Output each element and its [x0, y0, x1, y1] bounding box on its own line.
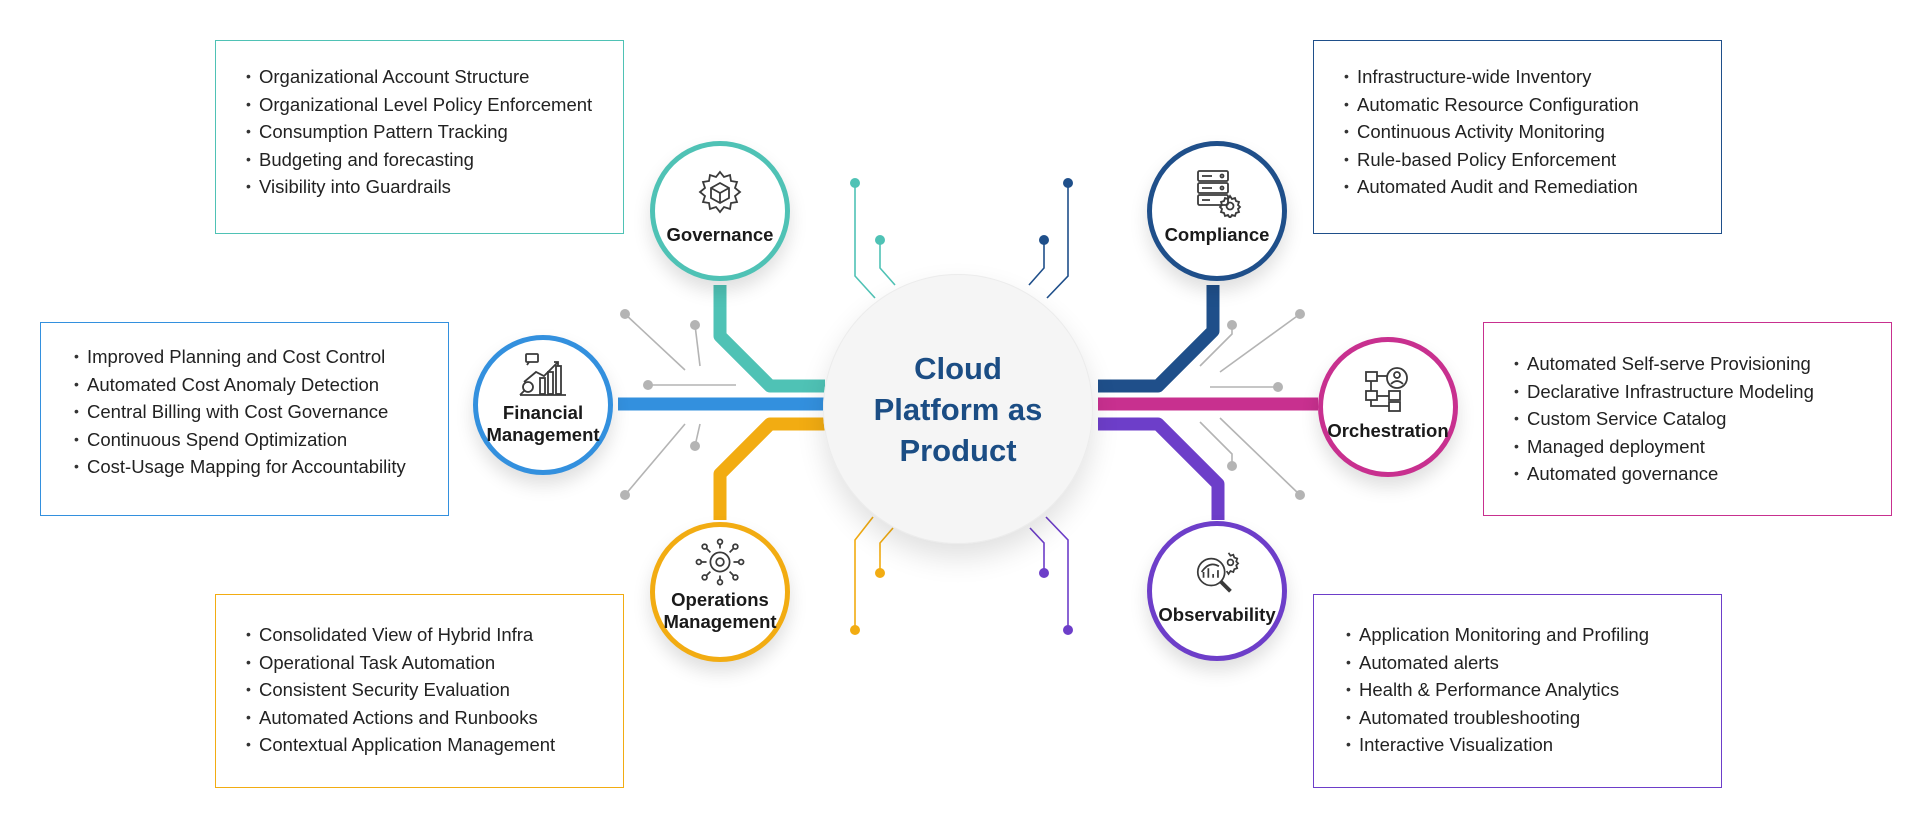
diagram-title: Cloud Platform as Product — [873, 350, 1043, 468]
orchestration-node: Orchestration — [1318, 337, 1458, 477]
list-item: Automated governance — [1514, 460, 1891, 488]
navy-circuit-line-2 — [1028, 240, 1045, 286]
list-item: Continuous Spend Optimization — [74, 426, 448, 454]
observability-node: Observability — [1147, 521, 1287, 661]
financial-node: Financial Management — [473, 335, 613, 475]
list-item: Organizational Account Structure — [246, 63, 623, 91]
list-item: Improved Planning and Cost Control — [74, 343, 448, 371]
list-item: Custom Service Catalog — [1514, 405, 1891, 433]
purple-circuit-line-2 — [1029, 527, 1045, 573]
list-item: Central Billing with Cost Governance — [74, 398, 448, 426]
orchestration-item-list: Automated Self-serve Provisioning Declar… — [1514, 350, 1891, 488]
gold-circuit-line — [854, 516, 874, 630]
compliance-details-box: Infrastructure-wide Inventory Automatic … — [1313, 40, 1722, 234]
decorative-dots — [620, 178, 1305, 635]
purple-circuit-line — [1045, 516, 1069, 630]
server-gear-icon — [1192, 168, 1242, 218]
list-item: Rule-based Policy Enforcement — [1344, 146, 1721, 174]
list-item: Automated alerts — [1346, 649, 1721, 677]
orchestration-details-box: Automated Self-serve Provisioning Declar… — [1483, 322, 1892, 516]
list-item: Consumption Pattern Tracking — [246, 118, 623, 146]
list-item: Automated Cost Anomaly Detection — [74, 371, 448, 399]
list-item: Budgeting and forecasting — [246, 146, 623, 174]
list-item: Visibility into Guardrails — [246, 173, 623, 201]
bar-chart-magnifier-icon — [518, 352, 568, 398]
teal-circuit-line-2 — [879, 240, 896, 286]
node-label: Compliance — [1164, 224, 1270, 245]
magnifier-chart-gear-icon — [1192, 548, 1242, 598]
gear-network-icon — [695, 538, 745, 586]
operations-connector — [713, 417, 825, 520]
list-item: Operational Task Automation — [246, 649, 623, 677]
list-item: Automated troubleshooting — [1346, 704, 1721, 732]
list-item: Interactive Visualization — [1346, 731, 1721, 759]
node-label: Governance — [666, 224, 774, 245]
list-item: Continuous Activity Monitoring — [1344, 118, 1721, 146]
list-item: Application Monitoring and Profiling — [1346, 621, 1721, 649]
financial-details-box: Improved Planning and Cost Control Autom… — [40, 322, 449, 516]
governance-item-list: Organizational Account Structure Organiz… — [246, 63, 623, 201]
list-item: Organizational Level Policy Enforcement — [246, 91, 623, 119]
navy-circuit-line — [1046, 183, 1069, 299]
operations-item-list: Consolidated View of Hybrid Infra Operat… — [246, 621, 623, 759]
list-item: Contextual Application Management — [246, 731, 623, 759]
node-label: Financial Management — [486, 402, 600, 445]
list-item: Cost-Usage Mapping for Accountability — [74, 453, 448, 481]
operations-details-box: Consolidated View of Hybrid Infra Operat… — [215, 594, 624, 788]
flow-user-icon — [1363, 364, 1413, 414]
gold-circuit-line-2 — [879, 527, 894, 573]
observability-item-list: Application Monitoring and Profiling Aut… — [1346, 621, 1721, 759]
center-hub: Cloud Platform as Product — [823, 274, 1093, 544]
node-label: Operations Management — [663, 589, 777, 632]
governance-details-box: Organizational Account Structure Organiz… — [215, 40, 624, 234]
list-item: Declarative Infrastructure Modeling — [1514, 378, 1891, 406]
governance-node: Governance — [650, 141, 790, 281]
teal-circuit-line — [854, 183, 876, 299]
governance-connector — [713, 285, 825, 393]
compliance-item-list: Infrastructure-wide Inventory Automatic … — [1344, 63, 1721, 201]
compliance-connector — [1098, 285, 1220, 393]
node-label: Orchestration — [1327, 420, 1449, 441]
observability-connector — [1098, 417, 1225, 520]
node-label: Observability — [1158, 604, 1276, 625]
decorative-circuit-lines — [624, 183, 1301, 630]
financial-item-list: Improved Planning and Cost Control Autom… — [74, 343, 448, 481]
list-item: Consistent Security Evaluation — [246, 676, 623, 704]
compliance-node: Compliance — [1147, 141, 1287, 281]
list-item: Managed deployment — [1514, 433, 1891, 461]
list-item: Automatic Resource Configuration — [1344, 91, 1721, 119]
observability-details-box: Application Monitoring and Profiling Aut… — [1313, 594, 1722, 788]
gear-cube-icon — [695, 168, 745, 218]
list-item: Automated Actions and Runbooks — [246, 704, 623, 732]
list-item: Consolidated View of Hybrid Infra — [246, 621, 623, 649]
list-item: Automated Audit and Remediation — [1344, 173, 1721, 201]
operations-node: Operations Management — [650, 522, 790, 662]
list-item: Automated Self-serve Provisioning — [1514, 350, 1891, 378]
list-item: Health & Performance Analytics — [1346, 676, 1721, 704]
list-item: Infrastructure-wide Inventory — [1344, 63, 1721, 91]
